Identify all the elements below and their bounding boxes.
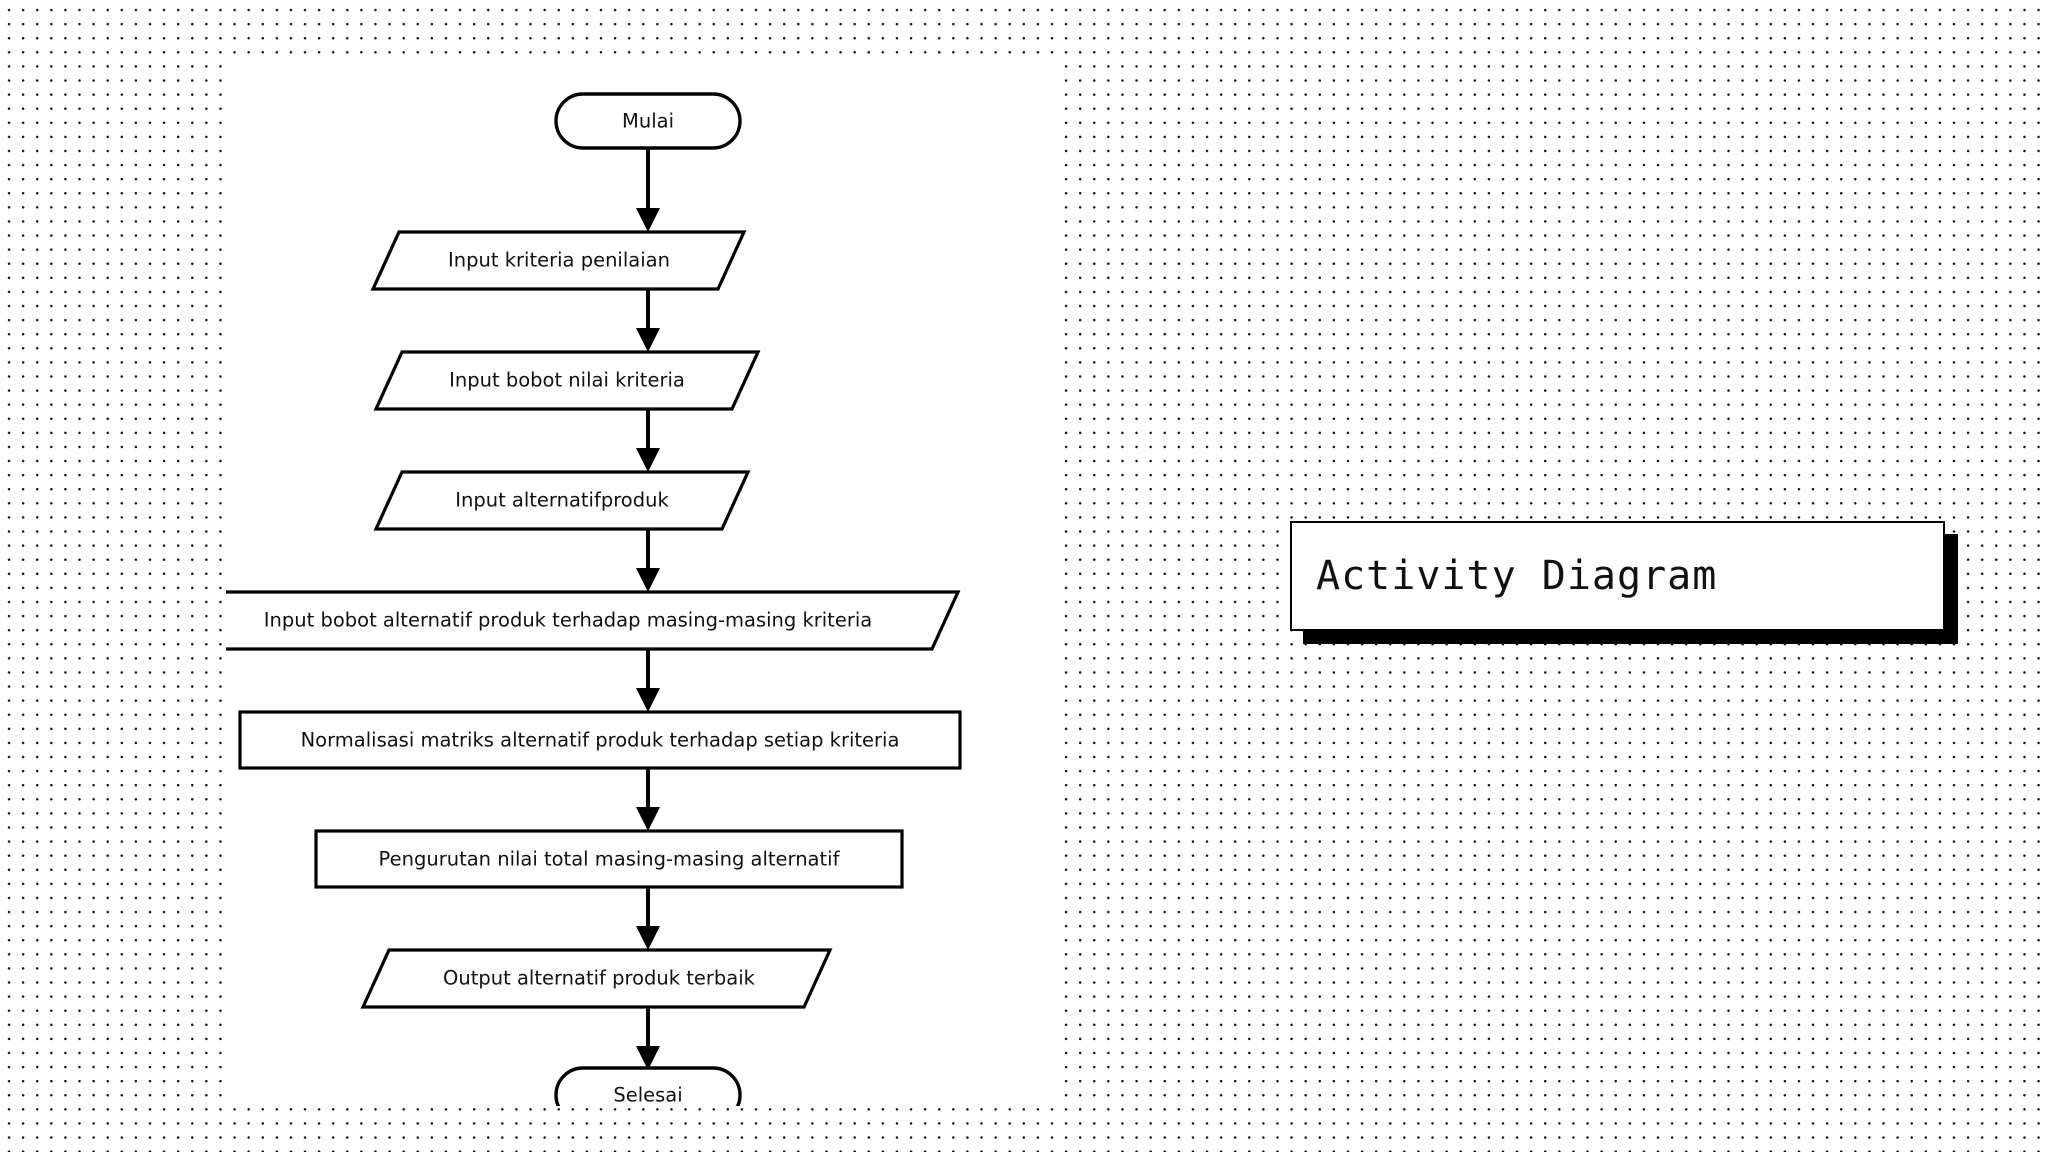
process-shape-1 <box>238 710 962 770</box>
flow-edge-8 <box>636 1007 660 1070</box>
flow-node-label: Input bobot nilai kriteria <box>449 369 685 392</box>
flow-node-label: Input kriteria penilaian <box>448 249 670 272</box>
flow-node-selesai[interactable]: Selesai <box>554 1066 742 1107</box>
parallelogram-shape-input-3 <box>373 470 751 531</box>
flow-node-input-bobot-nilai-kriteria[interactable]: Input bobot nilai kriteria <box>373 350 761 411</box>
flow-node-pengurutan-nilai-total[interactable]: Pengurutan nilai total masing-masing alt… <box>314 829 904 889</box>
flowchart-diagram: Mulai Input kriteria penilaian Input bob… <box>226 92 962 1107</box>
flow-node-label: Output alternatif produk terbaik <box>443 967 756 990</box>
terminator-shape-end <box>554 1066 742 1106</box>
flow-edge-2 <box>636 289 660 352</box>
flow-edge-1 <box>636 148 660 232</box>
flow-node-label: Input bobot alternatif produk terhadap m… <box>264 609 872 632</box>
flow-node-normalisasi-matriks[interactable]: Normalisasi matriks alternatif produk te… <box>238 710 962 770</box>
flow-node-input-alternatif-produk[interactable]: Input alternatifproduk <box>373 470 751 531</box>
flow-edge-5 <box>636 649 660 712</box>
flow-node-input-kriteria-penilaian[interactable]: Input kriteria penilaian <box>370 230 747 291</box>
caption-box[interactable]: Activity Diagram <box>1290 521 1945 631</box>
parallelogram-shape-input-2 <box>373 350 761 411</box>
caption-callout[interactable]: Activity Diagram <box>1290 521 1958 644</box>
parallelogram-shape-output <box>360 948 833 1009</box>
flow-node-input-bobot-alternatif[interactable]: Input bobot alternatif produk terhadap m… <box>226 590 961 651</box>
flow-node-label: Pengurutan nilai total masing-masing alt… <box>379 848 841 871</box>
parallelogram-shape-input-1 <box>370 230 747 291</box>
flow-edge-4 <box>636 529 660 592</box>
process-shape-2 <box>314 829 904 889</box>
flow-node-label: Mulai <box>622 110 674 133</box>
parallelogram-shape-input-4 <box>226 590 961 651</box>
flow-node-label: Normalisasi matriks alternatif produk te… <box>301 729 900 752</box>
flow-edge-7 <box>636 887 660 950</box>
flow-edge-3 <box>636 409 660 472</box>
flow-node-label: Selesai <box>613 1084 682 1107</box>
caption-title: Activity Diagram <box>1316 553 1718 599</box>
flow-edge-6 <box>636 768 660 831</box>
flow-node-label: Input alternatifproduk <box>455 489 669 512</box>
flow-node-output-alternatif-terbaik[interactable]: Output alternatif produk terbaik <box>360 948 833 1009</box>
flow-node-mulai[interactable]: Mulai <box>554 92 742 150</box>
